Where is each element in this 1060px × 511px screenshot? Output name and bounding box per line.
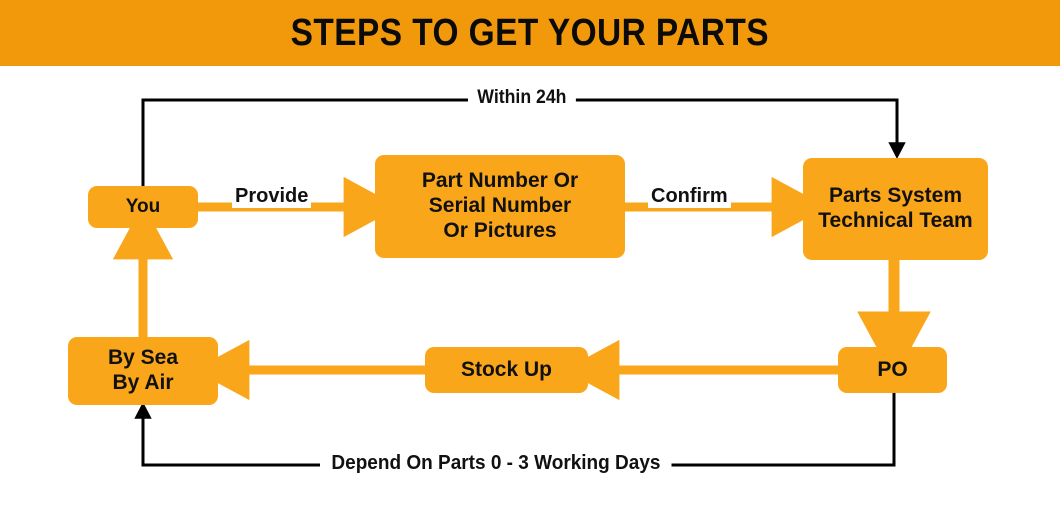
node-you[interactable]: You xyxy=(88,186,198,228)
node-shipping-line-1: By Sea xyxy=(107,346,179,370)
node-part-number[interactable]: Part Number Or Serial Number Or Pictures xyxy=(375,155,625,258)
node-po-label: PO xyxy=(877,357,908,381)
node-parts-system-lines: Parts System Technical Team xyxy=(818,184,972,234)
node-stock-up-label: Stock Up xyxy=(460,357,552,381)
edge-label-depend-on-parts: Depend On Parts 0 - 3 Working Days xyxy=(320,452,672,475)
edge-label-within-24h: Within 24h xyxy=(468,87,576,109)
flowchart-canvas: You Part Number Or Serial Number Or Pict… xyxy=(0,66,1060,511)
node-you-label: You xyxy=(125,195,161,217)
page-title: STEPS TO GET YOUR PARTS xyxy=(290,12,770,54)
node-parts-system-line-1: Parts System xyxy=(828,184,963,208)
node-part-number-line-3: Or Pictures xyxy=(443,218,557,242)
node-parts-system[interactable]: Parts System Technical Team xyxy=(803,158,988,260)
node-shipping[interactable]: By Sea By Air xyxy=(68,337,218,405)
node-shipping-lines: By Sea By Air xyxy=(108,346,178,396)
flowchart-connectors xyxy=(112,98,931,467)
node-po[interactable]: PO xyxy=(838,347,947,393)
node-part-number-line-1: Part Number Or xyxy=(421,169,579,193)
node-shipping-line-2: By Air xyxy=(112,371,174,394)
node-parts-system-line-2: Technical Team xyxy=(818,209,973,232)
node-part-number-lines: Part Number Or Serial Number Or Pictures xyxy=(422,169,578,243)
node-stock-up[interactable]: Stock Up xyxy=(425,347,588,393)
edge-label-confirm: Confirm xyxy=(648,185,731,208)
node-part-number-line-2: Serial Number xyxy=(428,194,572,218)
edge-label-provide: Provide xyxy=(232,185,312,208)
header-banner: STEPS TO GET YOUR PARTS xyxy=(0,0,1060,66)
